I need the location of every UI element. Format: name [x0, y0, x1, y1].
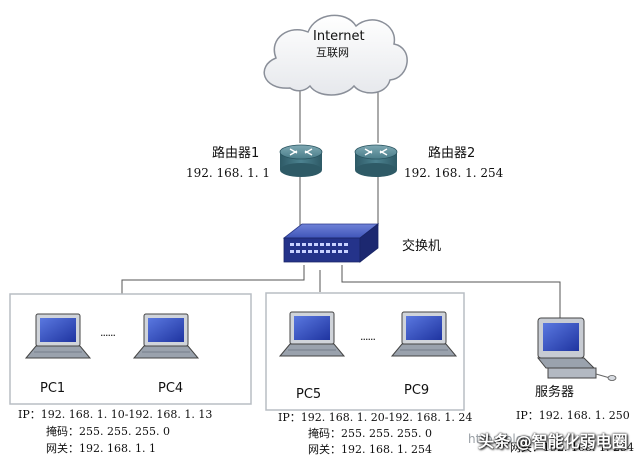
group1-ip: IP：192. 168. 1. 10-192. 168. 1. 13 [18, 408, 213, 421]
group1-gateway: 网关：192. 168. 1. 1 [46, 442, 156, 455]
switch [282, 223, 380, 263]
connection-lines [121, 88, 561, 318]
router-arrows-icon [289, 148, 313, 156]
server-ip: IP：192. 168. 1. 250 [516, 409, 630, 422]
pc4-label: PC4 [158, 381, 184, 396]
laptop-icon [24, 313, 92, 359]
internet-subtitle: 互联网 [316, 46, 349, 59]
laptop-icon [132, 313, 200, 359]
pc-group-1-box [9, 293, 252, 405]
router-1 [279, 144, 323, 177]
router-2-ip: 192. 168. 1. 254 [404, 166, 504, 180]
router-2 [354, 144, 398, 177]
pc-group-2-box [265, 292, 465, 411]
internet-cloud [263, 14, 408, 96]
switch-ports [290, 243, 348, 253]
group1-dots: ...... [100, 326, 116, 339]
router-2-name: 路由器2 [428, 146, 476, 161]
router-arrows-icon [364, 148, 388, 156]
watermark: http://blog. 头条 @智能化弱电圈 [468, 426, 640, 457]
pc9-label: PC9 [404, 383, 430, 398]
switch-name: 交换机 [402, 239, 442, 254]
laptop-icon [278, 311, 346, 357]
group2-gateway: 网关：192. 168. 1. 254 [308, 443, 432, 456]
group1-mask: 掩码：255. 255. 255. 0 [46, 425, 170, 438]
watermark-text: 头条 @智能化弱电圈 [478, 432, 628, 451]
group2-ip: IP：192. 168. 1. 20-192. 168. 1. 24 [278, 411, 473, 424]
laptop-icon [390, 311, 458, 357]
server-icon [536, 317, 617, 381]
pc5-label: PC5 [296, 387, 322, 402]
group2-dots: ...... [360, 330, 376, 343]
router-1-name: 路由器1 [212, 146, 260, 161]
group2-mask: 掩码：255. 255. 255. 0 [308, 427, 432, 440]
router-1-ip: 192. 168. 1. 1 [186, 166, 270, 180]
pc1-label: PC1 [40, 381, 66, 396]
internet-title: Internet [313, 29, 365, 44]
link-switch-server [341, 265, 561, 318]
watermark-faint-text: http://blog. [468, 432, 535, 446]
link-switch-group1 [121, 265, 305, 294]
server-gateway: 网关：192. 168. 1. 254 [510, 441, 634, 454]
server-name: 服务器 [535, 385, 575, 400]
